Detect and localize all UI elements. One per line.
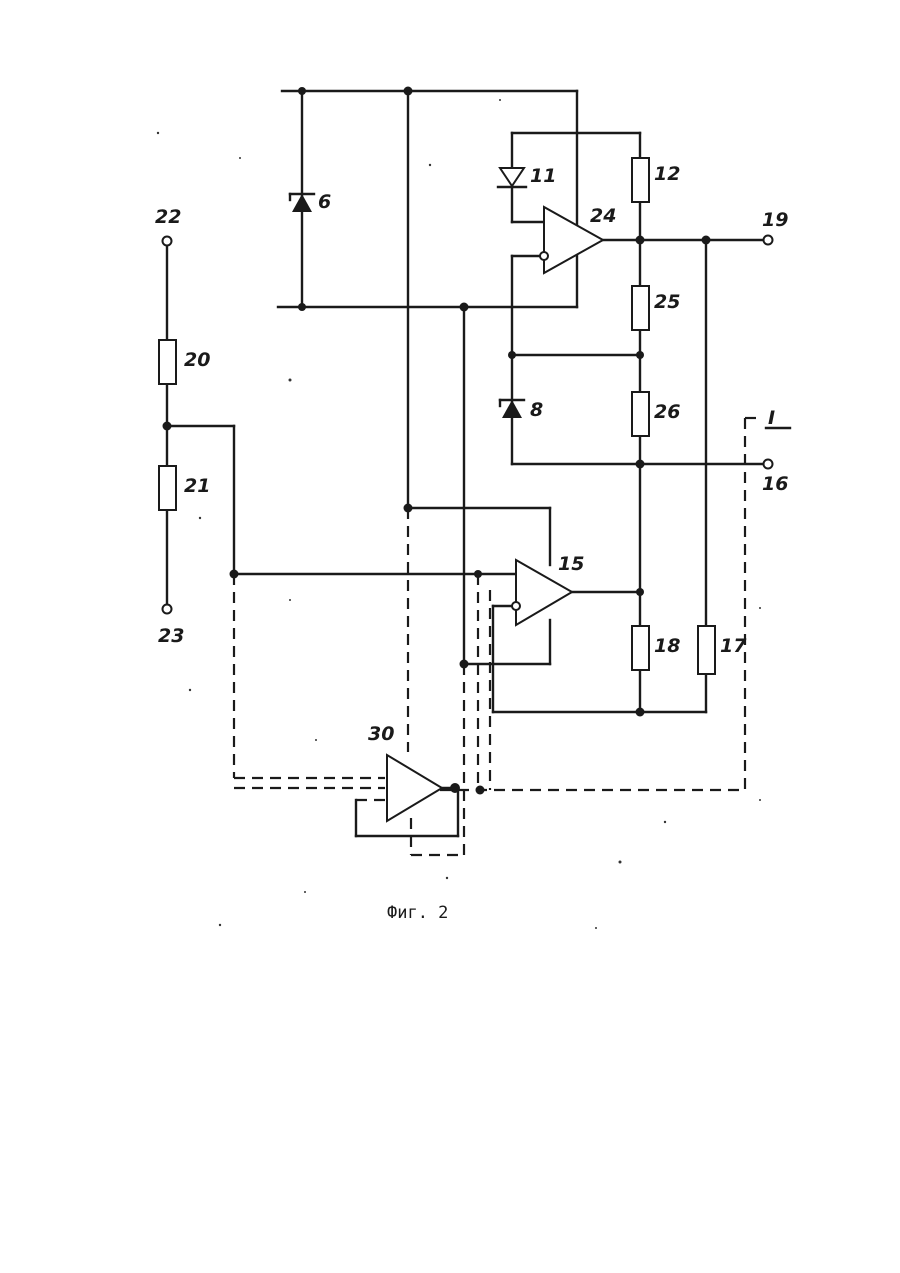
label-16: 16 (762, 473, 788, 495)
resistor-21 (159, 466, 176, 510)
figure-caption: Фиг. 2 (387, 903, 448, 923)
junction-dots (163, 87, 711, 795)
op-amp-30 (387, 755, 458, 821)
label-6: 6 (318, 191, 331, 213)
label-25: 25 (654, 291, 680, 313)
bracket-marker: I (766, 407, 790, 429)
label-22: 22 (155, 206, 181, 228)
label-24: 24 (590, 205, 616, 227)
resistor-17 (698, 626, 715, 674)
resistor-20 (159, 340, 176, 384)
resistor-18 (632, 626, 649, 670)
terminal-23 (163, 605, 172, 614)
dashed-wires (234, 418, 760, 855)
label-20: 20 (184, 349, 210, 371)
label-8: 8 (530, 399, 543, 421)
label-bracket: I (768, 407, 775, 429)
zener-diode-6 (290, 194, 314, 212)
label-15: 15 (558, 553, 584, 575)
label-26: 26 (654, 401, 680, 423)
terminal-16 (764, 460, 773, 469)
zener-diode-8 (500, 400, 524, 418)
resistor-26 (632, 392, 649, 436)
label-21: 21 (184, 475, 210, 497)
label-19: 19 (762, 209, 788, 231)
resistor-12 (632, 158, 649, 202)
label-12: 12 (654, 163, 680, 185)
terminal-22 (163, 237, 172, 246)
terminal-19 (764, 236, 773, 245)
label-17: 17 (720, 635, 747, 657)
label-11: 11 (530, 165, 556, 187)
resistor-25 (632, 286, 649, 330)
label-30: 30 (368, 723, 394, 745)
diode-11 (498, 168, 526, 187)
label-23: 23 (158, 625, 184, 647)
label-18: 18 (654, 635, 680, 657)
